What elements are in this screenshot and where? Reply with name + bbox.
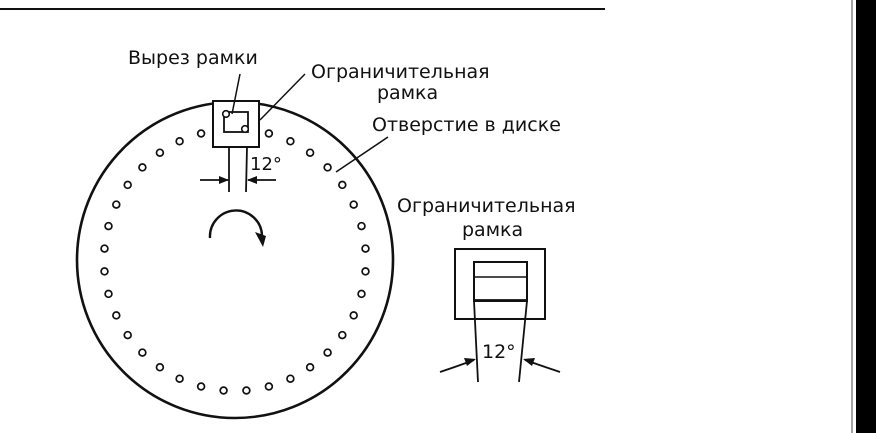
angle-label-large: 12°	[482, 341, 516, 363]
limiting-frame-small	[212, 100, 260, 148]
disk-hole	[349, 200, 358, 209]
disk-hole	[357, 221, 366, 231]
limiting-frame-large	[454, 248, 546, 320]
dim-arrowhead-left-small	[219, 176, 229, 184]
frame-hole-right	[240, 124, 250, 134]
disk-hole	[104, 221, 113, 231]
leader-disk-hole	[335, 136, 389, 173]
leader-limiting-frame-top	[259, 73, 306, 121]
sector-line-right-small	[245, 146, 248, 193]
disk-hole	[219, 386, 228, 395]
disk-hole	[138, 348, 147, 357]
frame-cutout-small	[223, 111, 249, 133]
disk-hole	[361, 244, 370, 253]
disk-hole	[104, 289, 113, 299]
dim-arrowhead-right-large	[523, 358, 535, 366]
disk-hole	[305, 363, 315, 372]
dim-arrowhead-left-large	[464, 358, 476, 366]
disk-hole	[123, 180, 132, 190]
disk-hole	[100, 267, 109, 276]
disk-hole	[286, 374, 295, 383]
rotation-arrow-head	[255, 232, 266, 247]
disk-hole	[264, 129, 274, 138]
label-limiting-frame-right-line1: Ограничительная	[397, 195, 576, 217]
disk-hole	[155, 363, 165, 372]
disk-hole	[196, 382, 206, 391]
angle-label-small: 12°	[250, 154, 282, 175]
disk-hole	[305, 148, 315, 157]
label-limiting-frame-right-line2: рамка	[462, 219, 523, 241]
label-disk-hole: Отверстие в диске	[372, 114, 561, 136]
disk-hole	[349, 311, 358, 320]
disk-hole	[323, 163, 332, 172]
dim-arrowhead-right-small	[247, 176, 257, 184]
disk-hole	[112, 200, 121, 209]
disk-hole	[242, 386, 251, 395]
disk-hole	[112, 311, 121, 320]
disk-hole	[155, 148, 165, 157]
frame-cutout-large	[473, 261, 528, 302]
disk-holes	[100, 129, 370, 395]
disk-hole	[338, 330, 347, 340]
frame-hole-left	[221, 109, 231, 119]
disk-hole	[138, 163, 147, 172]
disk-hole	[123, 330, 132, 340]
disk-hole	[100, 244, 109, 253]
disk-hole	[323, 348, 332, 357]
rotation-arrow	[208, 209, 264, 239]
disk-hole	[338, 180, 347, 190]
label-limiting-frame-top-line2: рамка	[377, 82, 438, 104]
scan-edge-bar	[856, 0, 876, 433]
disk-hole	[361, 267, 370, 276]
disk-hole	[175, 374, 184, 383]
disk-outline	[75, 100, 395, 420]
disk-hole	[175, 137, 184, 146]
label-limiting-frame-top-line1: Ограничительная	[311, 61, 490, 83]
leader-frame-cutout	[231, 73, 241, 115]
disk-hole	[264, 382, 274, 391]
disk-hole	[196, 129, 206, 138]
disk-hole	[286, 137, 295, 146]
label-frame-cutout: Вырез рамки	[128, 47, 258, 69]
sector-line-left-large	[473, 300, 479, 383]
sector-line-right-large	[518, 300, 528, 383]
disk-hole	[357, 289, 366, 299]
